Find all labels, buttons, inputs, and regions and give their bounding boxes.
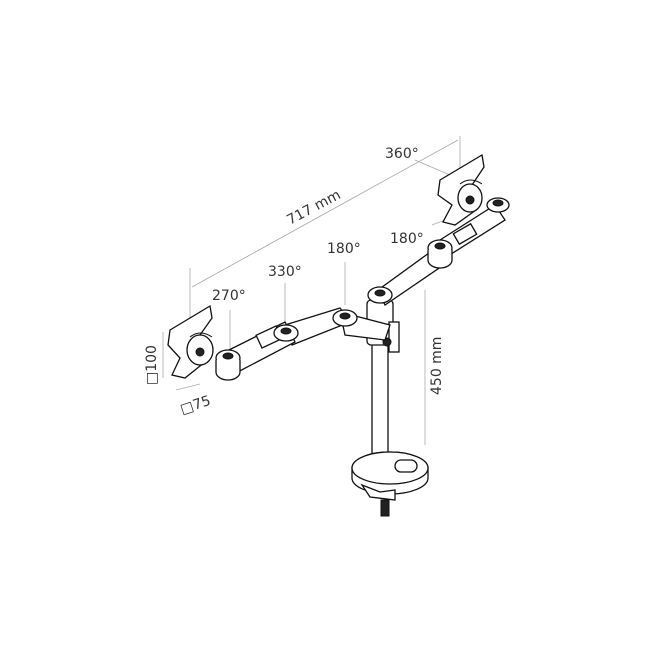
label-vesa-75: □75	[178, 393, 212, 418]
label-vesa-100: □100	[144, 345, 160, 385]
label-rotation-left-plate: 270°	[212, 288, 246, 304]
left-arm	[215, 307, 391, 381]
left-vesa-plate	[167, 304, 214, 379]
label-rotation-left-mid: 330°	[268, 264, 302, 280]
label-height: 450 mm	[429, 337, 445, 395]
dimension-lines	[162, 136, 461, 445]
right-arm	[367, 197, 510, 306]
label-rotation-right-plate: 360°	[385, 146, 419, 162]
desk-clamp	[351, 451, 429, 517]
label-rotation-right-joint: 180°	[390, 231, 424, 247]
right-vesa-plate	[437, 153, 485, 226]
label-rotation-center-joint: 180°	[327, 241, 361, 257]
